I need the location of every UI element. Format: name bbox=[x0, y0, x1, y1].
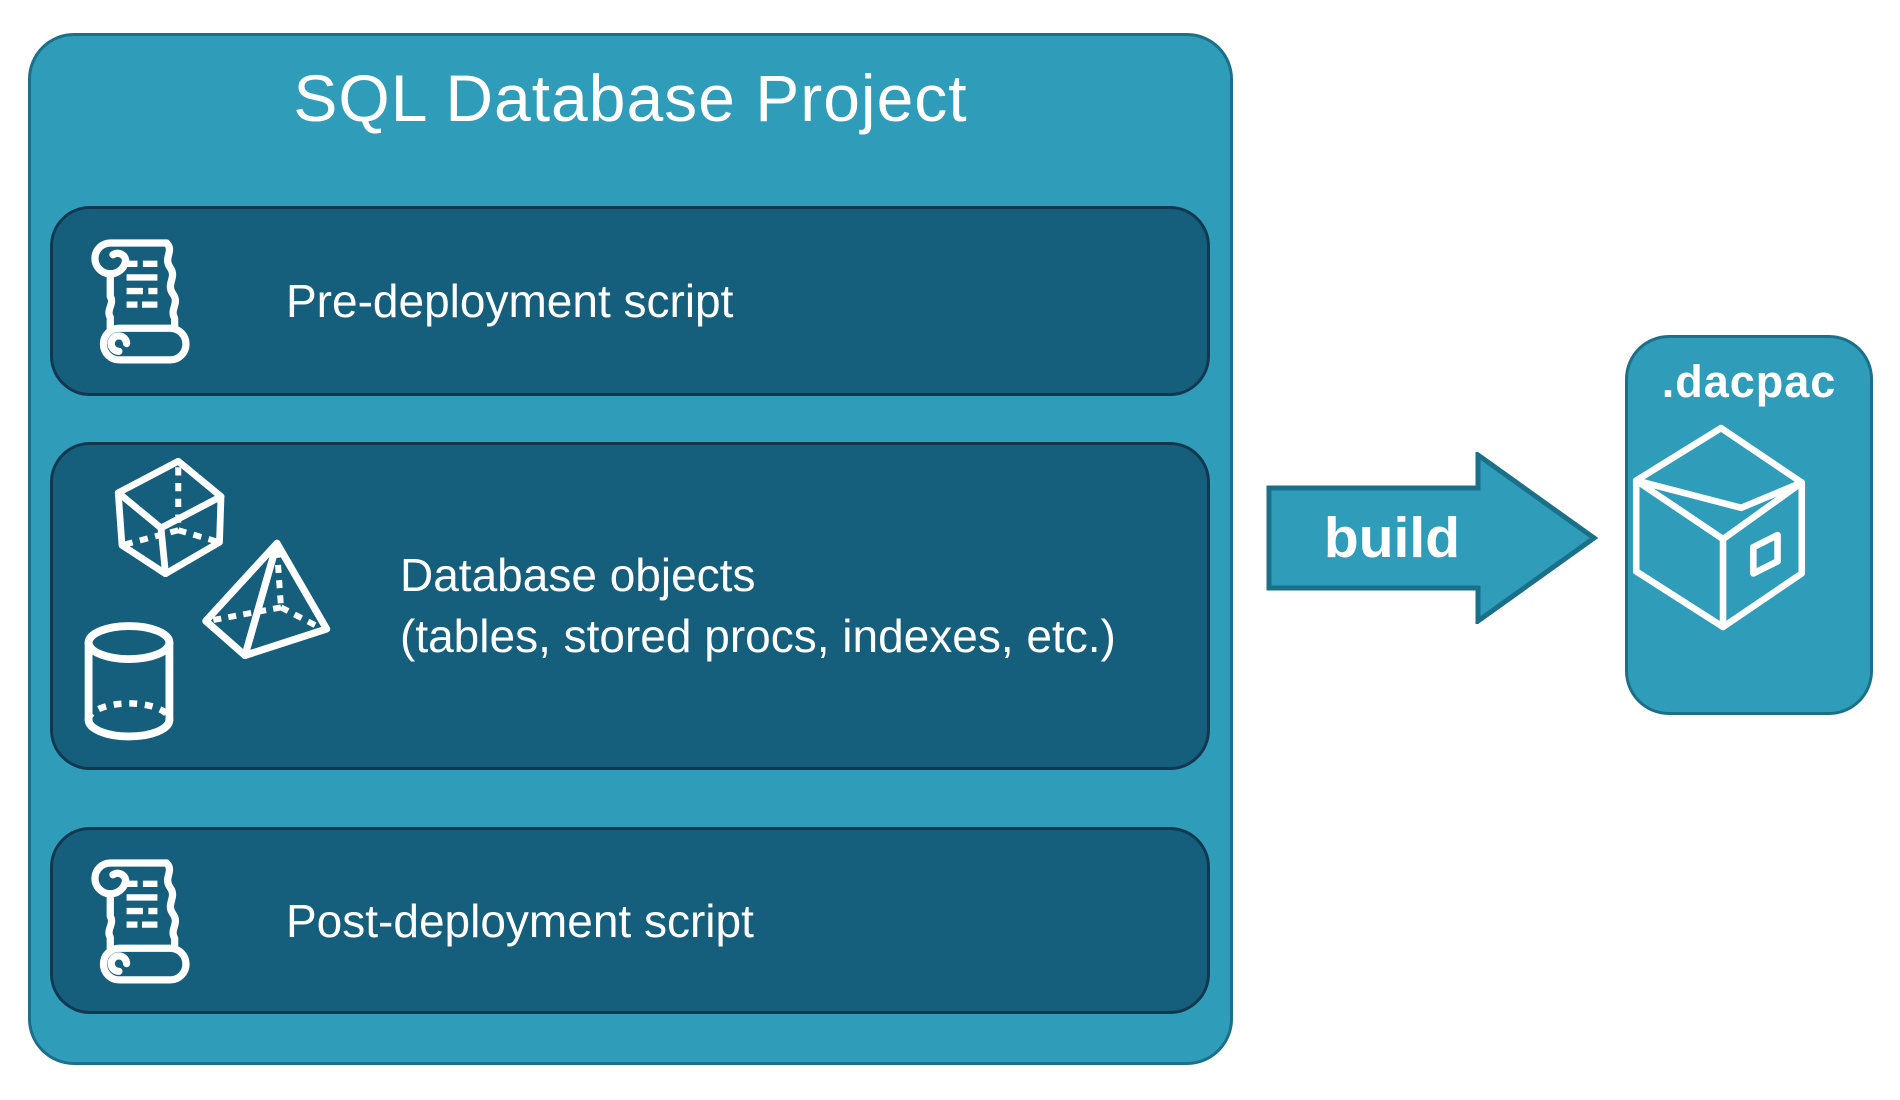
database-objects-label: Database objects bbox=[400, 549, 756, 602]
cube-icon bbox=[114, 457, 225, 577]
build-arrow-label: build bbox=[1323, 506, 1461, 570]
package-icon bbox=[1632, 424, 1806, 631]
post-deployment-box: Post-deployment script bbox=[50, 827, 1210, 1014]
dacpac-box: .dacpac bbox=[1625, 335, 1873, 715]
build-arrow: build bbox=[1266, 452, 1598, 624]
arrow-right-icon bbox=[1266, 452, 1598, 624]
post-deployment-label: Post-deployment script bbox=[286, 894, 754, 947]
scroll-icon bbox=[91, 239, 190, 364]
pre-deployment-label: Pre-deployment script bbox=[286, 275, 734, 327]
database-objects-text: Database objects (tables, stored procs, … bbox=[400, 545, 1116, 666]
cylinder-icon bbox=[84, 622, 174, 741]
sql-project-container: SQL Database Project Pre-deployment scri… bbox=[28, 33, 1233, 1065]
pyramid-icon bbox=[202, 539, 331, 659]
pre-deployment-box: Pre-deployment script bbox=[50, 206, 1210, 396]
database-objects-sublabel: (tables, stored procs, indexes, etc.) bbox=[400, 610, 1116, 662]
database-objects-box: Database objects (tables, stored procs, … bbox=[50, 442, 1210, 770]
dacpac-label: .dacpac bbox=[1661, 356, 1837, 407]
project-title: SQL Database Project bbox=[293, 61, 968, 135]
scroll-icon bbox=[91, 858, 190, 984]
